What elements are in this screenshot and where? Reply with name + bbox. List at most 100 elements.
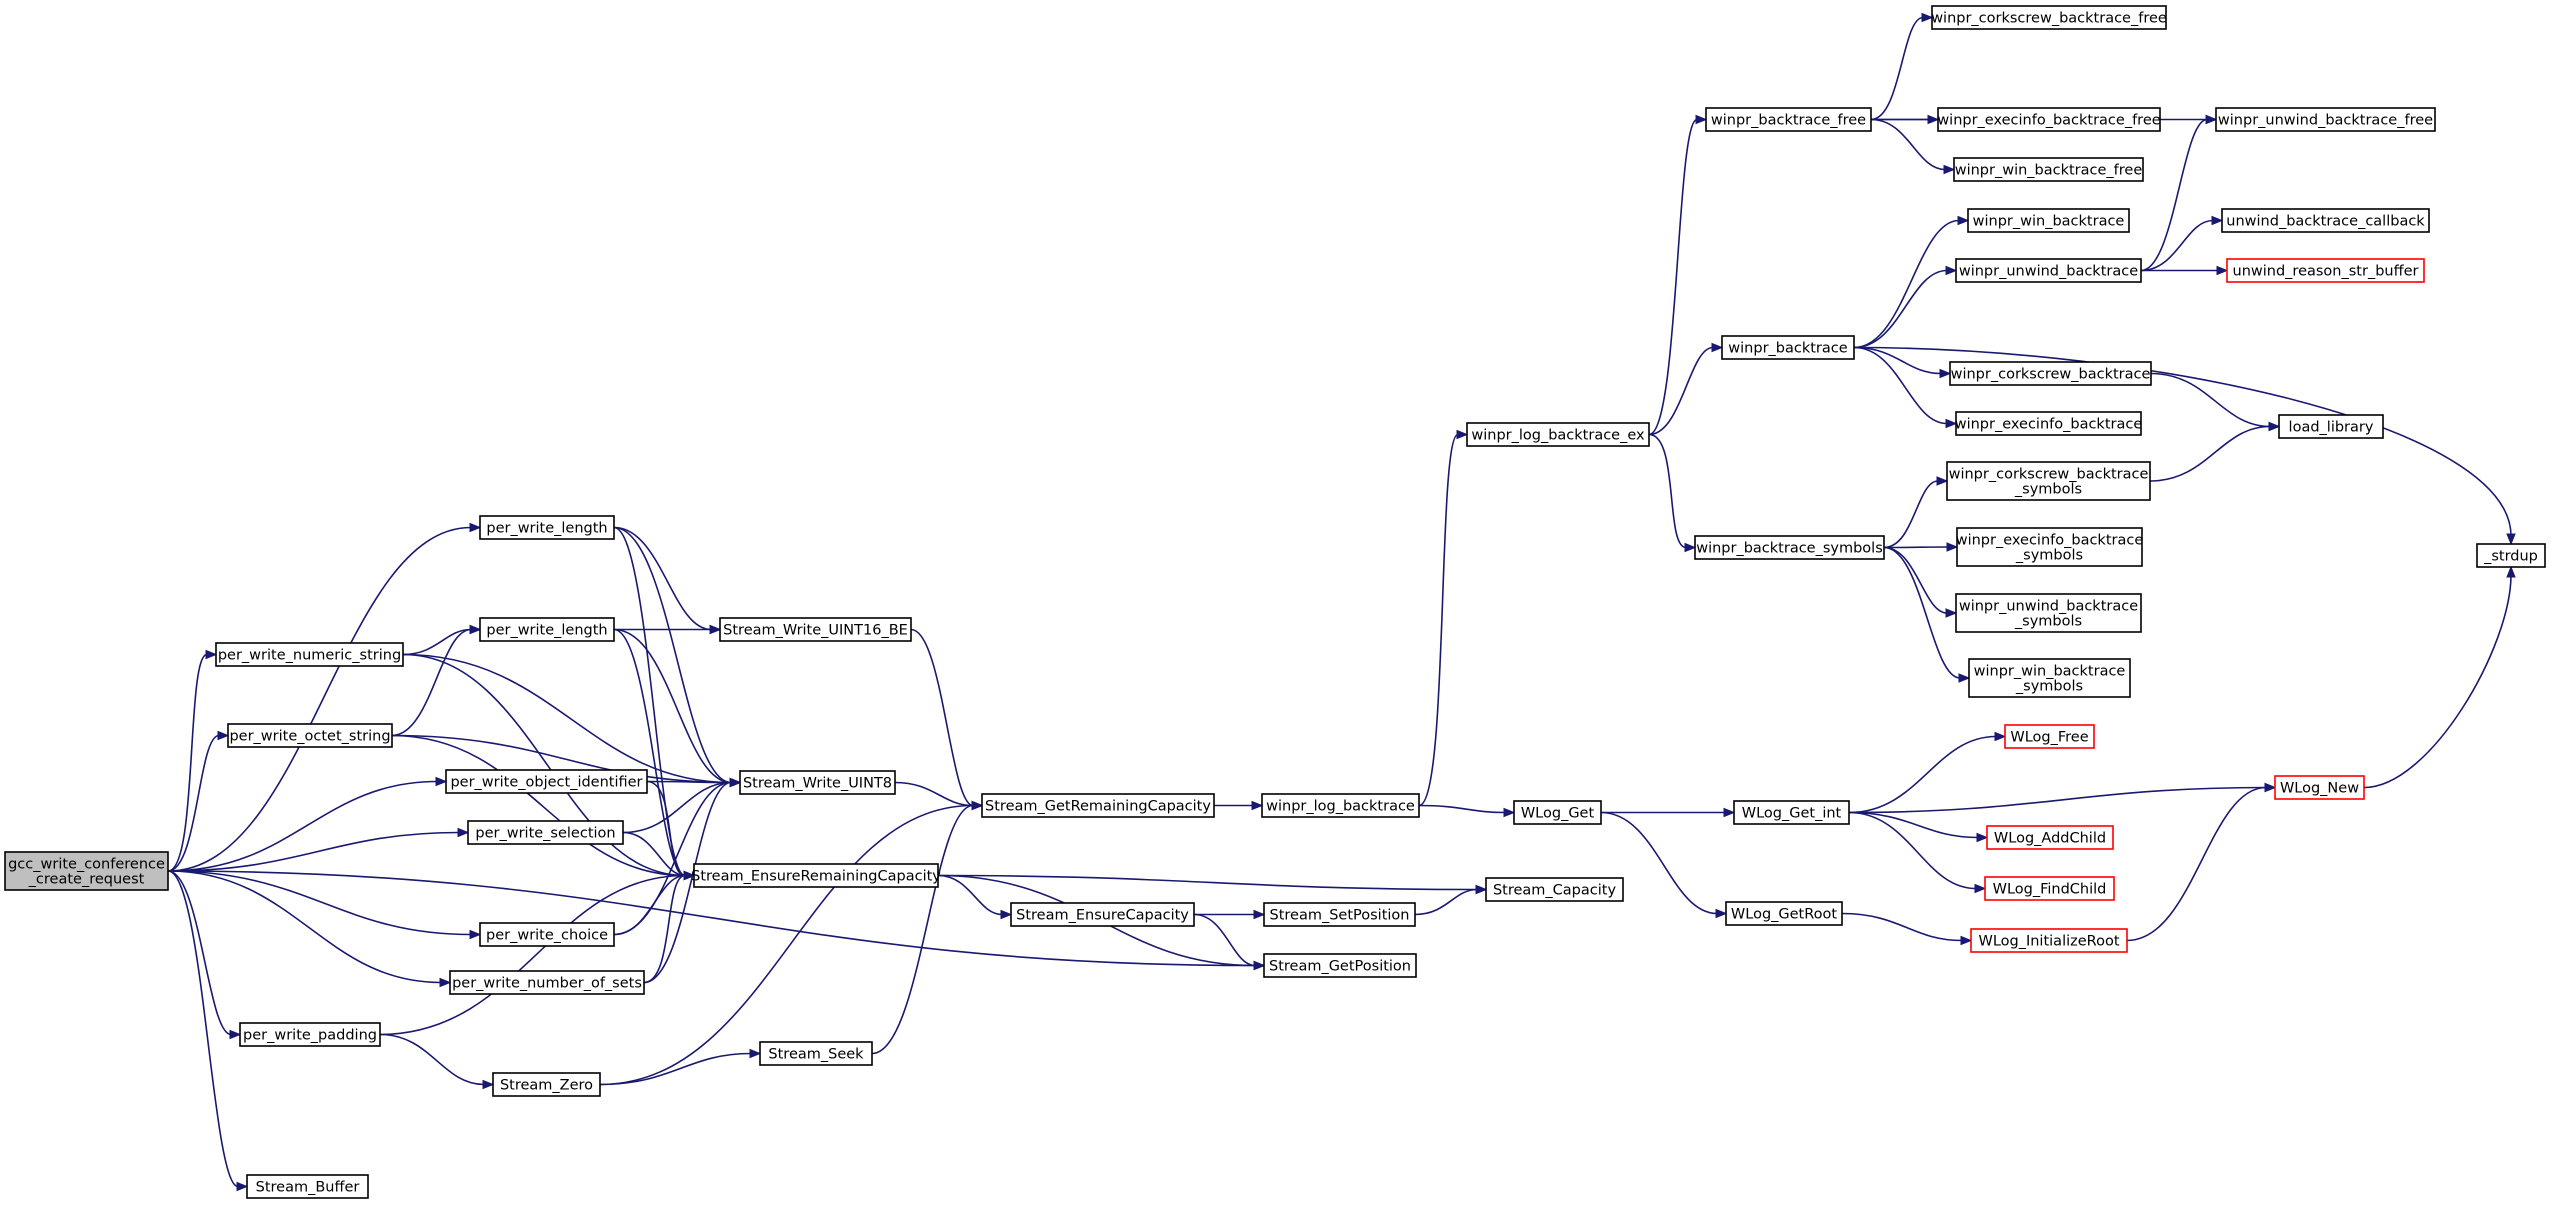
node-stream-buffer[interactable]: Stream_Buffer [246, 1174, 369, 1199]
node-per-write-length-a[interactable]: per_write_length [479, 515, 615, 540]
arrowhead-icon [1960, 935, 1973, 946]
node-box [479, 515, 615, 540]
node-label: Stream_EnsureCapacity [1016, 908, 1189, 924]
arrowhead-icon [1936, 476, 1949, 486]
node-wlog-initializeroot[interactable]: WLog_InitializeRoot [1970, 928, 2128, 953]
node-wlog-addchild[interactable]: WLog_AddChild [1986, 825, 2114, 850]
call-edge [1853, 346, 2516, 546]
node-label: winpr_unwind_backtrace [1959, 264, 2138, 280]
call-edge [1870, 118, 1956, 175]
node-label: _create_request [28, 872, 145, 888]
node-stream-getposition[interactable]: Stream_GetPosition [1263, 953, 1417, 978]
node-per-write-object-identifier[interactable]: per_write_object_identifier [445, 769, 648, 794]
node-winpr-execinfo-backtrace-free[interactable]: winpr_execinfo_backtrace_free [1937, 107, 2161, 132]
call-edge [167, 776, 448, 872]
arrowhead-icon [217, 730, 230, 741]
node-winpr-execinfo-backtrace-symbols[interactable]: winpr_execinfo_backtrace_symbols [1956, 527, 2144, 567]
node-box [1466, 422, 1650, 447]
call-edge [1648, 114, 1708, 436]
node-label: winpr_backtrace [1728, 341, 1847, 357]
call-edge [1870, 12, 1934, 121]
node-winpr-log-backtrace[interactable]: winpr_log_backtrace [1261, 793, 1420, 818]
node-per-write-padding[interactable]: per_write_padding [239, 1022, 381, 1047]
arrowhead-icon [469, 929, 482, 940]
node-unwind-backtrace-callback[interactable]: unwind_backtrace_callback [2221, 208, 2430, 233]
node-label: WLog_InitializeRoot [1978, 934, 2119, 950]
node-stream-ensureremainingcapacity[interactable]: Stream_EnsureRemainingCapacity [691, 863, 941, 888]
node-label: per_write_selection [475, 826, 615, 842]
node-box [759, 1041, 873, 1066]
node-stream-seek[interactable]: Stream_Seek [759, 1041, 873, 1066]
node-wlog-free[interactable]: WLog_Free [2004, 724, 2095, 749]
node-label: WLog_Get [1521, 806, 1595, 822]
node-label: WLog_Free [2010, 730, 2088, 746]
arrowhead-icon [1957, 215, 1970, 226]
call-edge [167, 730, 230, 872]
node-box [1485, 877, 1624, 902]
node-wlog-findchild[interactable]: WLog_FindChild [1984, 876, 2115, 901]
node-stream-write-uint16-be[interactable]: Stream_Write_UINT16_BE [719, 617, 912, 642]
node-per-write-numeric-string[interactable]: per_write_numeric_string [215, 642, 404, 667]
node-unwind-reason-str-buffer[interactable]: unwind_reason_str_buffer [2226, 258, 2425, 283]
node-per-write-number-of-sets[interactable]: per_write_number_of_sets [449, 970, 645, 995]
node-winpr-unwind-backtrace-free[interactable]: winpr_unwind_backtrace_free [2215, 107, 2436, 132]
node-label: winpr_unwind_backtrace [1959, 599, 2138, 615]
node-winpr-win-backtrace-free[interactable]: winpr_win_backtrace_free [1953, 157, 2144, 182]
node-winpr-backtrace-symbols[interactable]: winpr_backtrace_symbols [1694, 535, 1885, 560]
arrowhead-icon [1945, 608, 1958, 618]
node-winpr-unwind-backtrace[interactable]: winpr_unwind_backtrace [1955, 258, 2142, 283]
node-stream-zero[interactable]: Stream_Zero [492, 1072, 601, 1097]
node-stream-capacity[interactable]: Stream_Capacity [1485, 877, 1624, 902]
arrowhead-icon [1943, 164, 1956, 175]
node-stream-ensurecapacity[interactable]: Stream_EnsureCapacity [1010, 902, 1195, 927]
node-wlog-new[interactable]: WLog_New [2274, 775, 2365, 800]
node-stream-write-uint8[interactable]: Stream_Write_UINT8 [739, 770, 896, 795]
call-edge [1648, 433, 1697, 553]
node-box [1949, 361, 2152, 386]
node-winpr-unwind-backtrace-symbols[interactable]: winpr_unwind_backtrace_symbols [1955, 593, 2142, 633]
node-wlog-get[interactable]: WLog_Get [1513, 800, 1602, 825]
call-edge [2126, 782, 2277, 942]
node--strdup[interactable]: _strdup [2476, 543, 2546, 568]
node-box [1733, 800, 1850, 825]
node-winpr-backtrace[interactable]: winpr_backtrace [1721, 335, 1855, 360]
node-per-write-octet-string[interactable]: per_write_octet_string [227, 723, 393, 748]
call-edge [910, 628, 984, 811]
call-edge [402, 653, 742, 788]
arrowhead-icon [1253, 960, 1266, 971]
node-box [1931, 5, 2167, 30]
call-edge [2149, 421, 2281, 482]
node-stream-setposition[interactable]: Stream_SetPosition [1263, 902, 1416, 927]
node-winpr-win-backtrace[interactable]: winpr_win_backtrace [1967, 208, 2130, 233]
node-label: _strdup [2483, 549, 2538, 565]
node-label: unwind_backtrace_callback [2226, 214, 2425, 230]
node-label: Stream_Write_UINT16_BE [723, 623, 908, 639]
arrowhead-icon [1684, 542, 1697, 553]
node-label: Stream_Seek [768, 1047, 864, 1063]
node-winpr-log-backtrace-ex[interactable]: winpr_log_backtrace_ex [1466, 422, 1650, 447]
node-per-write-choice[interactable]: per_write_choice [479, 922, 615, 947]
node-load-library[interactable]: load_library [2278, 414, 2384, 439]
node-label: winpr_win_backtrace [1974, 664, 2126, 680]
node-winpr-corkscrew-backtrace[interactable]: winpr_corkscrew_backtrace [1949, 361, 2152, 386]
node-stream-getremainingcapacity[interactable]: Stream_GetRemainingCapacity [981, 793, 1215, 818]
node-per-write-selection[interactable]: per_write_selection [467, 820, 624, 845]
node-box [4, 851, 169, 891]
node-gcc-write-conference-create-request[interactable]: gcc_write_conference_create_request [4, 851, 169, 891]
node-box [215, 642, 404, 667]
call-edge [613, 628, 742, 788]
node-winpr-execinfo-backtrace[interactable]: winpr_execinfo_backtrace [1955, 411, 2143, 436]
node-box [479, 617, 615, 642]
node-winpr-corkscrew-backtrace-free[interactable]: winpr_corkscrew_backtrace_free [1931, 5, 2167, 30]
node-wlog-get-int[interactable]: WLog_Get_int [1733, 800, 1850, 825]
arrowhead-icon [2216, 265, 2229, 276]
node-box [445, 769, 648, 794]
node-wlog-getroot[interactable]: WLog_GetRoot [1725, 901, 1843, 926]
node-winpr-backtrace-free[interactable]: winpr_backtrace_free [1705, 107, 1872, 132]
node-winpr-corkscrew-backtrace-symbols[interactable]: winpr_corkscrew_backtrace_symbols [1946, 461, 2151, 501]
node-per-write-length-b[interactable]: per_write_length [479, 617, 615, 642]
node-winpr-win-backtrace-symbols[interactable]: winpr_win_backtrace_symbols [1968, 658, 2131, 698]
node-label: load_library [2289, 420, 2374, 436]
arrowhead-icon [1503, 807, 1516, 818]
node-box [1970, 928, 2128, 953]
